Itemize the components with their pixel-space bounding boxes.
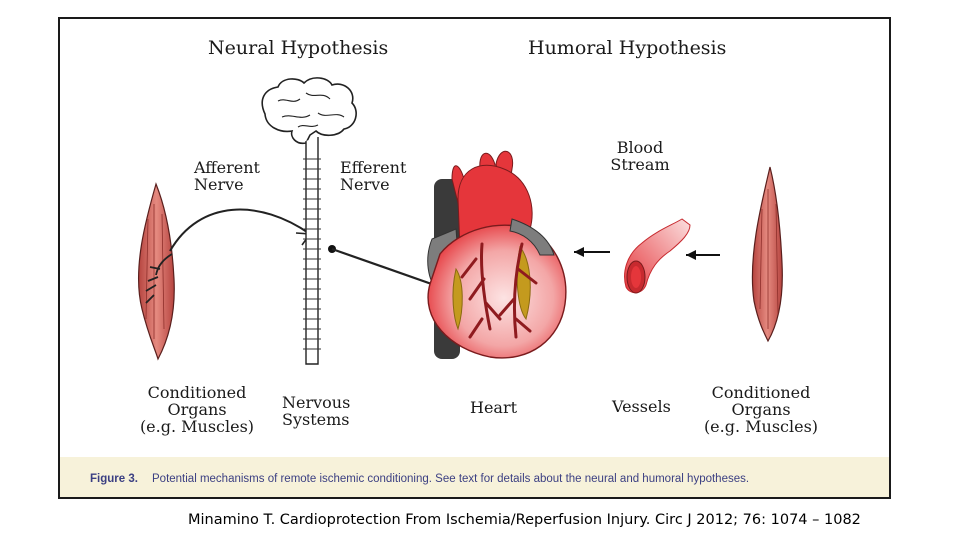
citation-text: Minamino T. Cardioprotection From Ischem… — [188, 512, 861, 528]
vessels-label: Vessels — [612, 397, 671, 416]
conditioned-organs-left-label: Conditioned Organs (e.g. Muscles) — [139, 383, 255, 436]
spinal-cord-icon — [303, 137, 321, 365]
blood-vessel-icon — [624, 218, 691, 294]
muscle-icon — [751, 166, 783, 343]
muscle-icon — [137, 182, 175, 361]
blood-stream-label: Blood Stream — [610, 138, 670, 174]
figure-caption: Figure 3. Potential mechanisms of remote… — [60, 457, 889, 497]
caption-text: Potential mechanisms of remote ischemic … — [152, 473, 750, 485]
neural-hypothesis-title: Neural Hypothesis — [208, 37, 389, 59]
brain-icon — [261, 77, 357, 145]
diagram-artwork — [137, 77, 783, 365]
heart-icon — [427, 151, 567, 359]
arrow-left-icon — [574, 247, 610, 257]
afferent-nerve-line — [169, 208, 311, 252]
nervous-systems-label: Nervous Systems — [282, 393, 351, 429]
conditioned-organs-right-label: Conditioned Organs (e.g. Muscles) — [703, 383, 819, 436]
heart-label: Heart — [470, 398, 518, 417]
figure-number: Figure 3. — [90, 473, 138, 485]
arrow-left-icon — [686, 250, 720, 260]
afferent-nerve-label: Afferent Nerve — [194, 158, 260, 194]
humoral-hypothesis-title: Humoral Hypothesis — [528, 37, 727, 59]
figure-frame: Neural Hypothesis Humoral Hypothesis Aff… — [58, 17, 891, 499]
efferent-nerve-label: Efferent Nerve — [340, 158, 407, 194]
